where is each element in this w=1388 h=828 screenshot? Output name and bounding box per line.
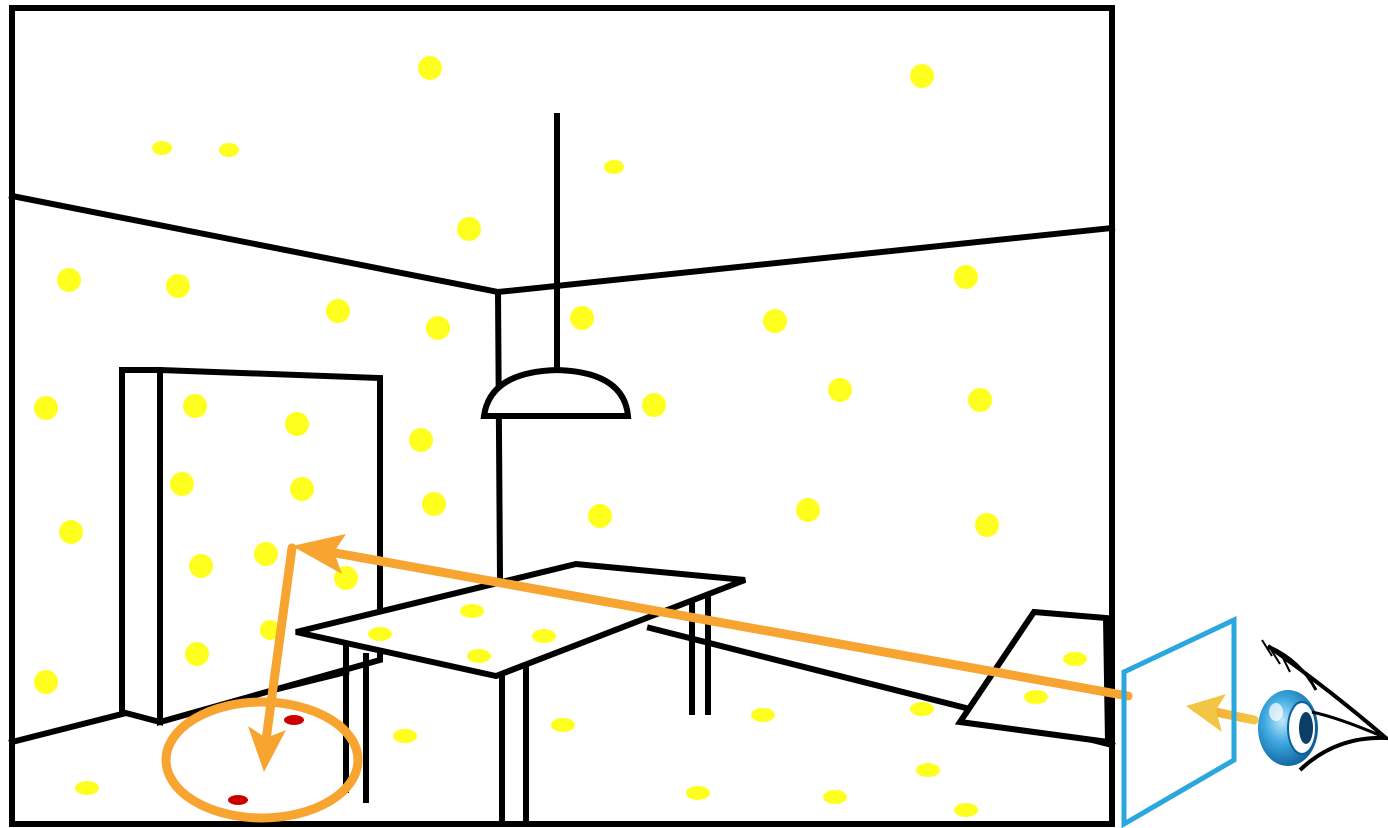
photon-hit (228, 795, 248, 805)
photon-dot (34, 670, 58, 694)
photon-dot (823, 790, 847, 804)
photon-dot (1024, 690, 1048, 704)
photon-dot (686, 786, 710, 800)
photon-dot (152, 141, 172, 155)
photon-dot (426, 316, 450, 340)
photon-dot (166, 274, 190, 298)
photon-dot (59, 520, 83, 544)
photon-dot (418, 56, 442, 80)
photon-dot (910, 702, 934, 716)
photon-dot (588, 504, 612, 528)
photon-dot (457, 217, 481, 241)
photon-dot (763, 309, 787, 333)
lamp-shade (484, 370, 628, 416)
photon-dot (1063, 652, 1087, 666)
photon-dot (185, 642, 209, 666)
ceiling-left-edge (12, 196, 498, 292)
photon-dot (916, 763, 940, 777)
photon-dot (954, 265, 978, 289)
photon-dot (170, 472, 194, 496)
photon-dot (828, 378, 852, 402)
photon-dot (570, 306, 594, 330)
photon-dot (75, 781, 99, 795)
photon-dot (968, 388, 992, 412)
photon-dot (460, 604, 484, 618)
photon-dot (219, 143, 239, 157)
photon-dot (183, 394, 207, 418)
photon-dot (326, 299, 350, 323)
floor-left-edge (12, 712, 130, 742)
photon-dot (796, 498, 820, 522)
photon-dot (604, 160, 624, 174)
photon-dot (910, 64, 934, 88)
photon-dot (551, 718, 575, 732)
photon-dot (285, 412, 309, 436)
photon-dot (57, 268, 81, 292)
photon-dot (290, 477, 314, 501)
photon-dot (751, 708, 775, 722)
photon-dot (422, 492, 446, 516)
photon-hit (284, 715, 304, 725)
photon-dot (393, 729, 417, 743)
ceiling-right-edge (498, 228, 1112, 292)
cabinet-side (122, 370, 160, 722)
photon-dot (368, 627, 392, 641)
photon-dot (467, 649, 491, 663)
photon-dot (532, 629, 556, 643)
photon-dot (34, 396, 58, 420)
photon-dot (409, 428, 433, 452)
photon-dot (642, 393, 666, 417)
photon-dot (954, 803, 978, 817)
photon-dot (975, 513, 999, 537)
wall-corner-edge (498, 292, 500, 578)
photon-dot (189, 554, 213, 578)
photon-dot (254, 542, 278, 566)
eye-icon (1258, 640, 1386, 770)
